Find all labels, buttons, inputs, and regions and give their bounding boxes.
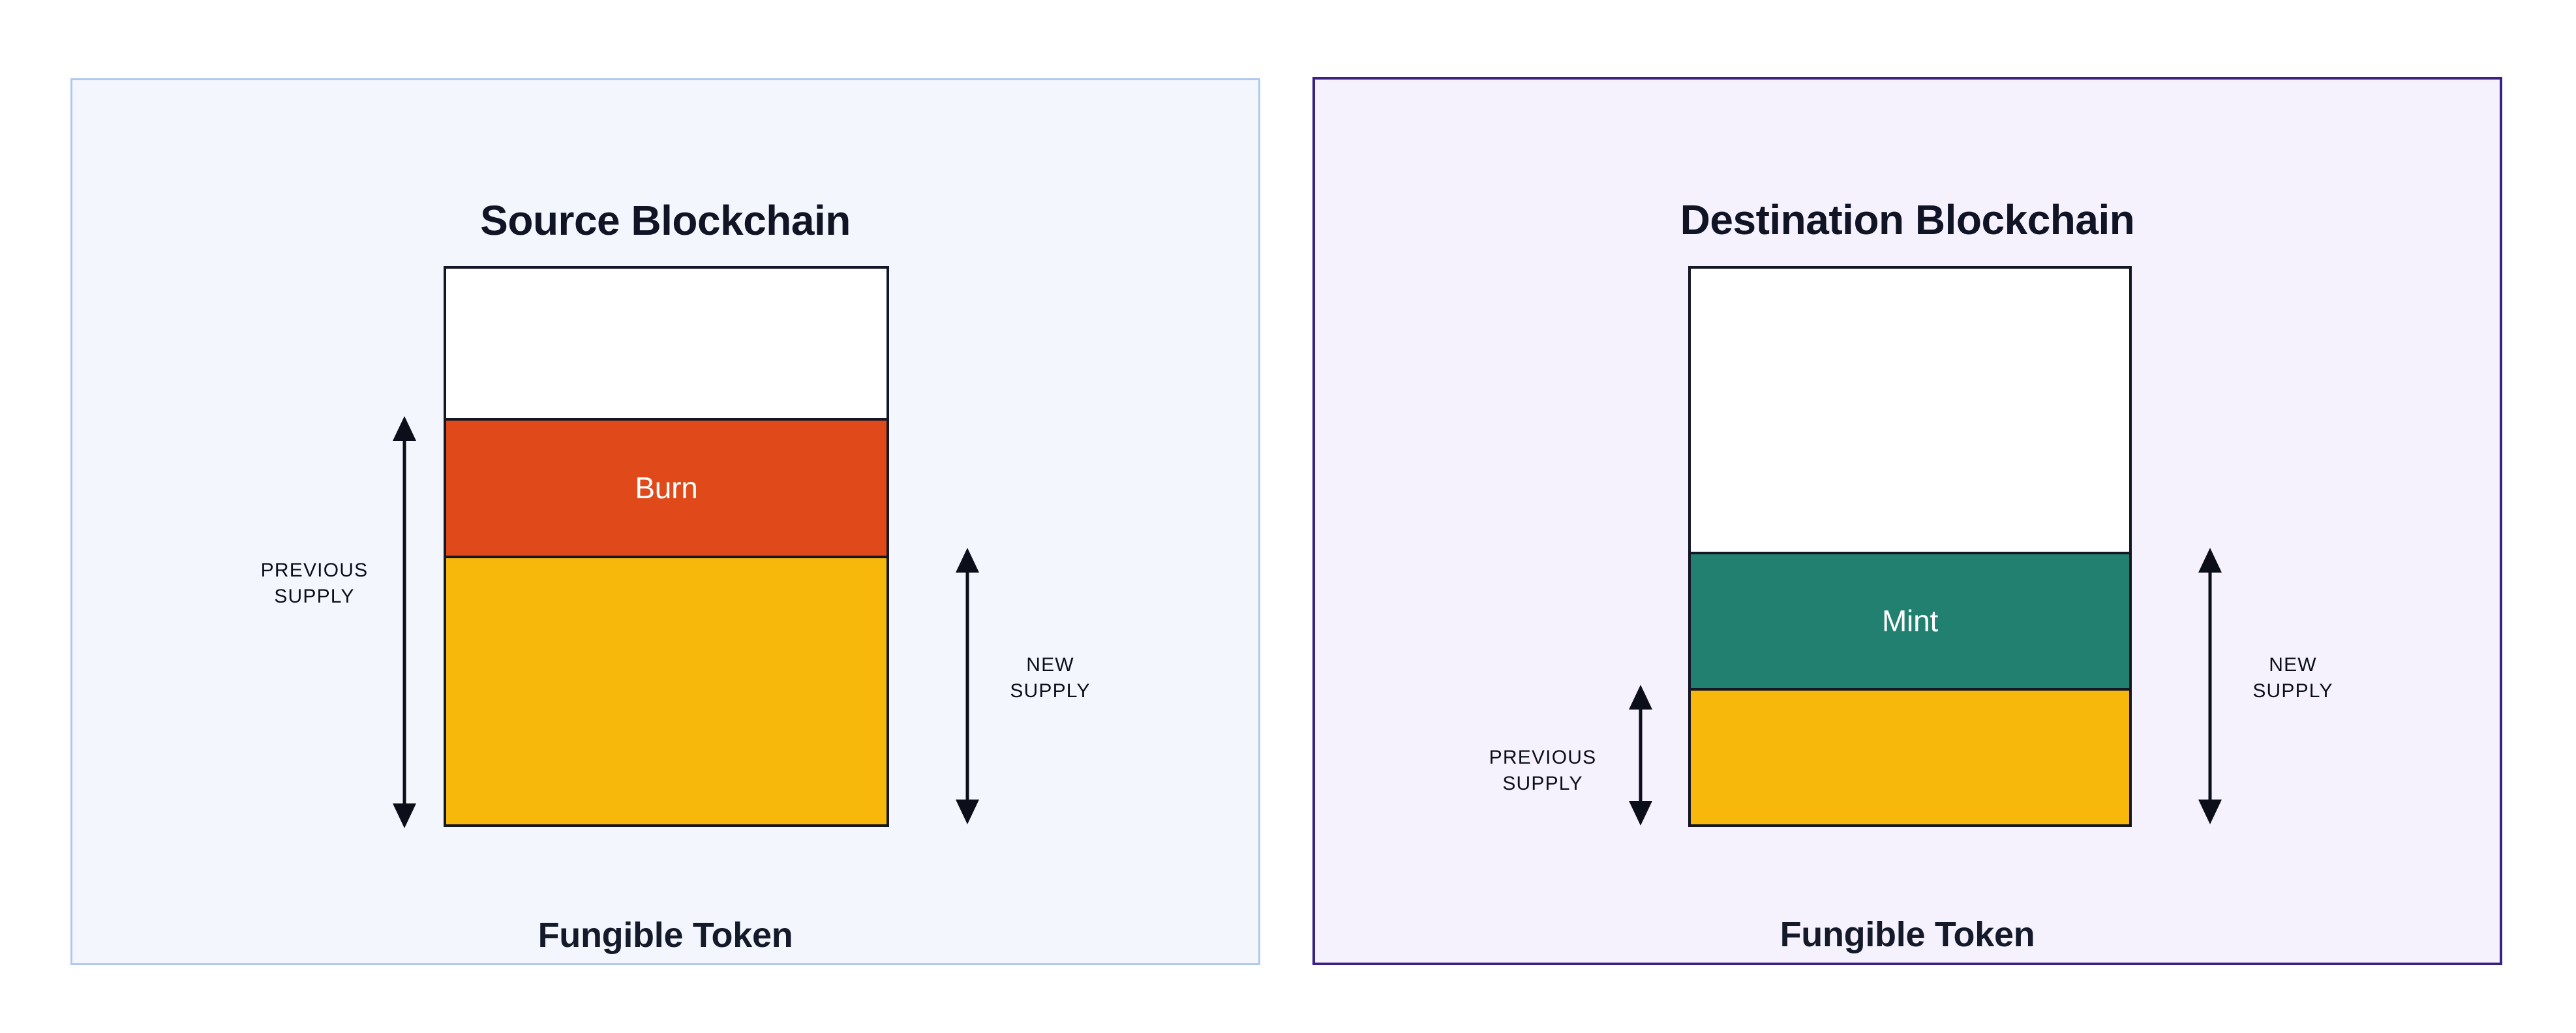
source-segment-remaining-supply <box>446 555 886 824</box>
destination-previous-supply-label: PREVIOUS SUPPLY <box>1489 747 1597 794</box>
destination-segment-existing-supply <box>1691 687 2129 824</box>
destination-supply-bar: Mint <box>1688 266 2132 827</box>
destination-previous-supply-arrow <box>1628 685 1654 826</box>
source-token-caption: Fungible Token <box>538 916 793 955</box>
destination-segment-mint: Mint <box>1691 551 2129 688</box>
destination-new-supply-label: NEW SUPPLY <box>2252 654 2333 702</box>
destination-segment-headroom <box>1691 269 2129 552</box>
source-previous-supply-arrow <box>391 416 417 828</box>
source-new-supply-arrow <box>954 548 980 824</box>
page-title-destination: Destination Blockchain <box>1680 196 2135 243</box>
source-supply-bar: Burn <box>444 266 889 827</box>
source-segment-burn: Burn <box>446 417 886 556</box>
source-previous-supply-label: PREVIOUS SUPPLY <box>260 560 369 607</box>
destination-token-caption: Fungible Token <box>1780 915 2035 954</box>
page-title-source: Source Blockchain <box>480 197 851 244</box>
source-segment-headroom <box>446 269 886 418</box>
source-new-supply-label: NEW SUPPLY <box>1010 654 1091 702</box>
destination-new-supply-arrow <box>2197 548 2223 824</box>
